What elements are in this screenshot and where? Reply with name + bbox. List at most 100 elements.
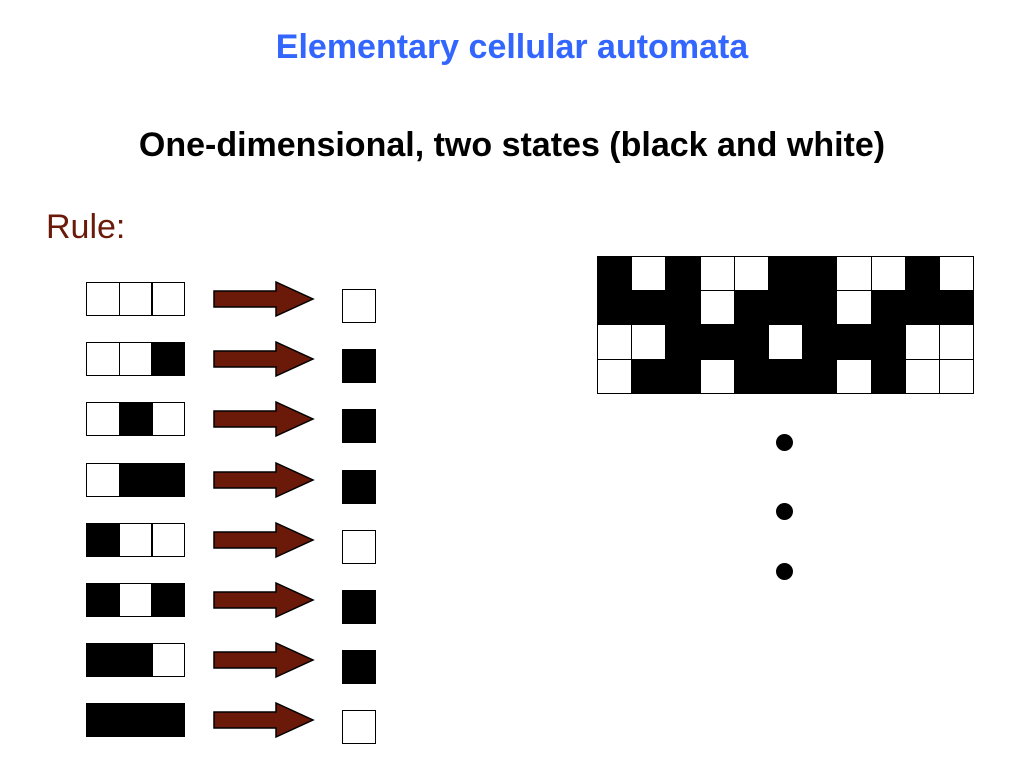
- white-cell: [598, 325, 633, 360]
- white-cell: [837, 257, 872, 292]
- output-black-cell: [342, 349, 376, 384]
- black-cell: [871, 291, 906, 326]
- right-arrow-icon: [213, 702, 315, 739]
- black-cell: [632, 359, 667, 394]
- white-cell: [151, 402, 185, 437]
- white-cell: [151, 282, 185, 316]
- black-cell: [734, 325, 769, 360]
- output-white-cell: [342, 529, 376, 564]
- black-cell: [86, 522, 120, 557]
- white-cell: [118, 522, 153, 557]
- black-cell: [734, 359, 769, 394]
- white-cell: [768, 325, 804, 360]
- white-cell: [837, 359, 872, 394]
- right-arrow-icon: [213, 341, 315, 378]
- white-cell: [905, 359, 940, 394]
- black-cell: [118, 703, 153, 738]
- black-cell: [837, 325, 872, 360]
- white-cell: [151, 643, 185, 678]
- continuation-dot: [776, 563, 793, 580]
- white-cell: [86, 282, 120, 316]
- evolution-grid: [597, 256, 975, 394]
- black-cell: [86, 703, 120, 738]
- slide-title: Elementary cellular automata: [275, 28, 749, 66]
- black-cell: [700, 325, 735, 360]
- black-cell: [151, 342, 185, 377]
- white-cell: [118, 342, 153, 377]
- black-cell: [151, 462, 185, 497]
- black-cell: [768, 359, 804, 394]
- right-arrow-icon: [213, 280, 315, 318]
- white-cell: [905, 325, 940, 360]
- rule-pattern: [86, 583, 185, 617]
- rule-pattern: [86, 643, 185, 678]
- rule-pattern: [86, 282, 185, 316]
- black-cell: [803, 359, 838, 394]
- black-cell: [768, 257, 804, 292]
- rule-label: Rule:: [46, 208, 126, 246]
- white-cell: [939, 359, 975, 394]
- white-cell: [86, 402, 120, 437]
- black-cell: [598, 257, 633, 292]
- white-cell: [118, 282, 153, 316]
- white-cell: [86, 342, 120, 377]
- white-cell: [86, 462, 120, 497]
- black-cell: [86, 583, 120, 617]
- black-cell: [905, 291, 940, 326]
- right-arrow-icon: [213, 581, 315, 619]
- black-cell: [871, 359, 906, 394]
- black-cell: [803, 291, 838, 326]
- rule-pattern: [86, 342, 185, 377]
- output-black-cell: [342, 469, 376, 504]
- white-cell: [151, 522, 185, 557]
- rule-pattern: [86, 703, 185, 738]
- white-cell: [700, 359, 735, 394]
- black-cell: [666, 325, 701, 360]
- black-cell: [632, 291, 667, 326]
- black-cell: [939, 291, 975, 326]
- black-cell: [666, 257, 701, 292]
- slide-subtitle: One-dimensional, two states (black and w…: [138, 126, 886, 164]
- black-cell: [803, 257, 838, 292]
- black-cell: [118, 402, 153, 437]
- output-black-cell: [342, 409, 376, 444]
- black-cell: [151, 583, 185, 617]
- black-cell: [118, 462, 153, 497]
- output-white-cell: [342, 289, 376, 323]
- white-cell: [939, 325, 975, 360]
- continuation-dot: [776, 503, 793, 520]
- black-cell: [118, 643, 153, 678]
- rule-pattern: [86, 522, 185, 557]
- rule-pattern: [86, 402, 185, 437]
- output-black-cell: [342, 650, 376, 685]
- right-arrow-icon: [213, 401, 315, 438]
- white-cell: [700, 257, 735, 292]
- white-cell: [734, 257, 769, 292]
- output-white-cell: [342, 710, 376, 745]
- black-cell: [803, 325, 838, 360]
- black-cell: [666, 291, 701, 326]
- rule-pattern: [86, 462, 185, 497]
- white-cell: [939, 257, 975, 292]
- black-cell: [86, 643, 120, 678]
- right-arrow-icon: [213, 461, 315, 498]
- black-cell: [734, 291, 769, 326]
- black-cell: [905, 257, 940, 292]
- right-arrow-icon: [213, 521, 315, 558]
- black-cell: [871, 325, 906, 360]
- white-cell: [871, 257, 906, 292]
- continuation-dot: [776, 434, 793, 451]
- white-cell: [837, 291, 872, 326]
- black-cell: [151, 703, 185, 738]
- black-cell: [666, 359, 701, 394]
- white-cell: [632, 257, 667, 292]
- white-cell: [700, 291, 735, 326]
- white-cell: [598, 359, 633, 394]
- black-cell: [598, 291, 633, 326]
- right-arrow-icon: [213, 642, 315, 679]
- black-cell: [768, 291, 804, 326]
- white-cell: [632, 325, 667, 360]
- white-cell: [118, 583, 153, 617]
- output-black-cell: [342, 590, 376, 624]
